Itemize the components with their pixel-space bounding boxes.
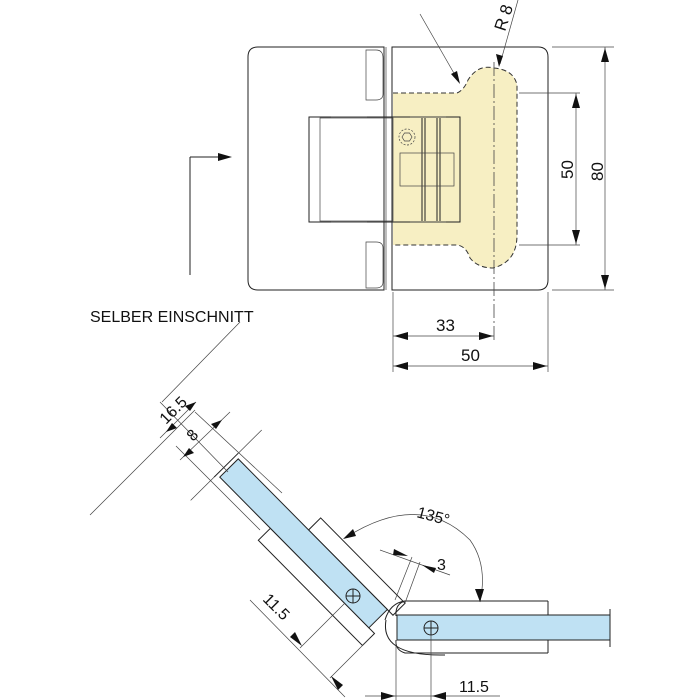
dim-width-cutout: 50 [461,346,480,365]
top-view: 80 50 33 50 R 8 SELBER EINSCHNITT [90,0,614,372]
hinge-body [308,116,461,223]
glass-cutout-area [393,67,517,268]
dim-height-outer: 80 [588,162,607,181]
dim-height-cutout: 50 [558,160,577,179]
left-plate [247,46,385,291]
dim-offset-bottom: 11.5 [459,679,489,696]
dim-gap: 3 [437,557,446,574]
radius-label: R 8 [491,2,517,33]
dim-offset-left: 11.5 [259,591,292,624]
dim-glass: 8 [184,426,202,444]
glass-panel-angled [219,458,389,629]
right-plate [391,46,549,291]
section-view: 16.5 8 135° 3 11.5 11.5 [89,321,611,700]
cut-label: SELBER EINSCHNITT [90,309,254,326]
screw-icon [398,128,416,146]
dim-width-center: 33 [436,316,455,335]
dim-thickness-outer: 16.5 [157,394,191,428]
dim-angle: 135° [415,504,451,529]
